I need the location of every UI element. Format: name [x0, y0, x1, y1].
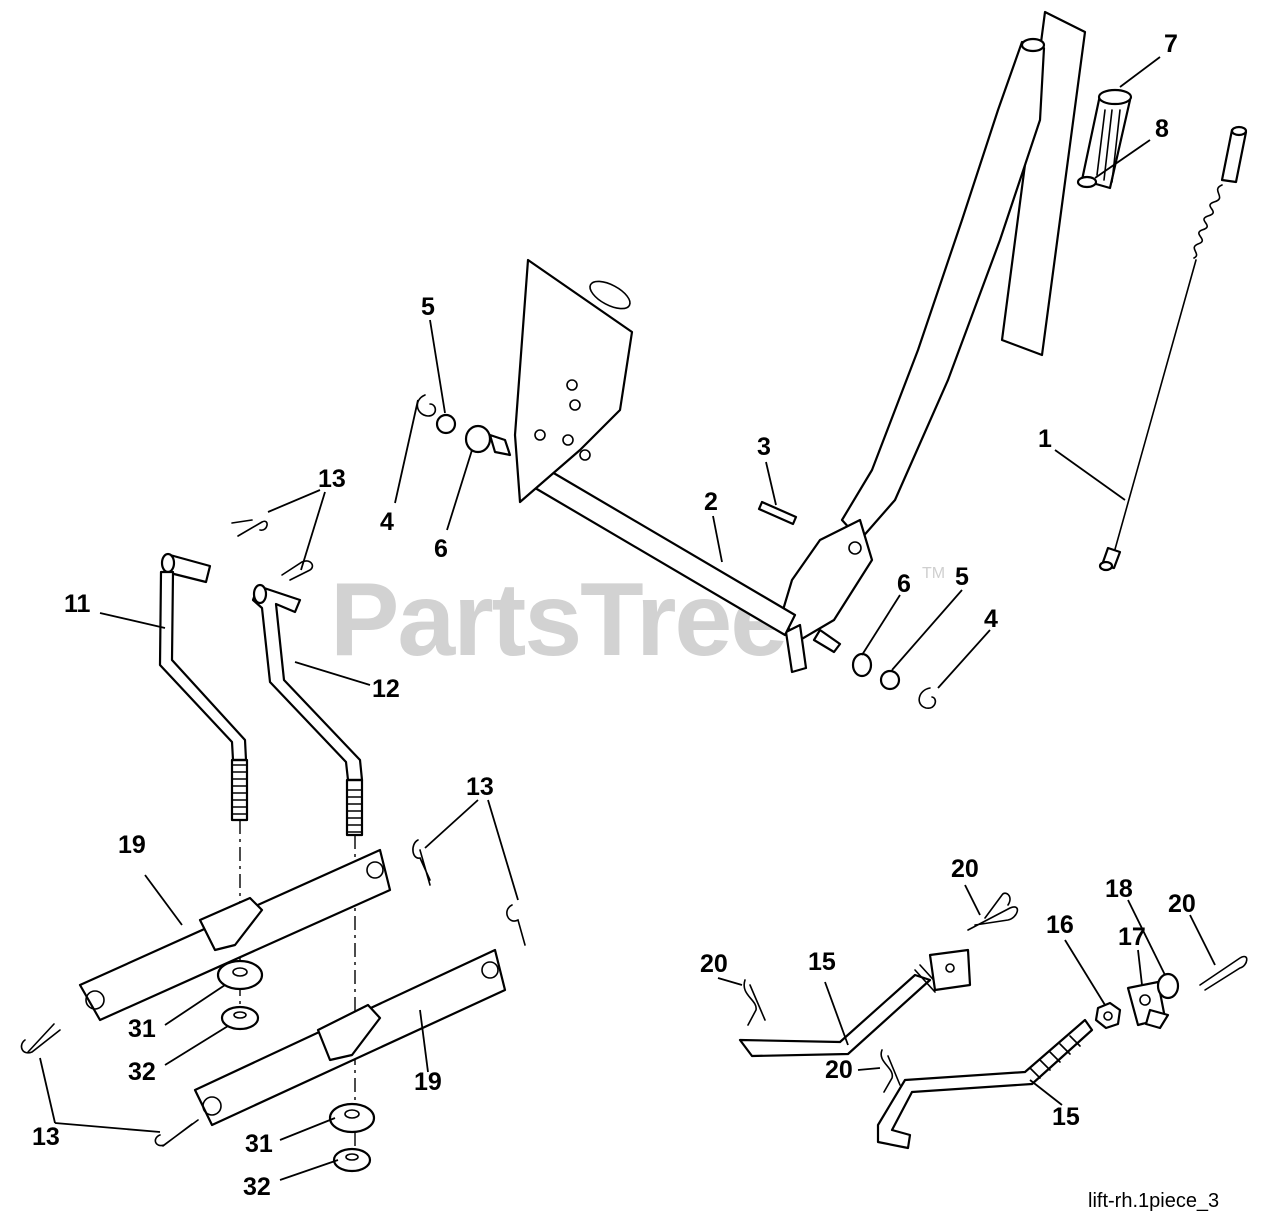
callout-5-upper: 5: [421, 293, 435, 321]
part-13-clip-a: [231, 519, 268, 537]
part-3-roll-pin: [757, 500, 798, 526]
callout-4-lower: 4: [984, 605, 998, 633]
part-20-clip-c: [743, 979, 766, 1026]
callout-12: 12: [372, 675, 400, 703]
callout-17: 17: [1118, 923, 1146, 951]
leader-lines: [39, 56, 1216, 1181]
part-15-rod-lower: [876, 1018, 1094, 1150]
callout-3: 3: [757, 433, 771, 461]
callout-5-lower: 5: [955, 563, 969, 591]
part-20-clip-a: [967, 892, 1019, 931]
callout-1: 1: [1038, 425, 1052, 453]
part-5-washer-lower: [879, 669, 901, 691]
callout-13-top: 13: [318, 465, 346, 493]
part-20-clip-d: [880, 1049, 901, 1093]
callout-32-lower: 32: [243, 1173, 271, 1201]
callout-7: 7: [1164, 30, 1178, 58]
part-13-clip-c: [412, 839, 431, 886]
part-16-nut: [1094, 1001, 1122, 1030]
diagram-code-label: lift-rh.1piece_3: [1088, 1190, 1219, 1212]
part-12-lift-link: [251, 583, 364, 837]
callout-11: 11: [64, 590, 91, 618]
callout-20-right: 20: [1168, 890, 1196, 918]
callout-2: 2: [704, 488, 718, 516]
callout-4-upper: 4: [380, 508, 394, 536]
callout-6-upper: 6: [434, 535, 448, 563]
part-1-lift-rod: [1098, 125, 1248, 572]
watermark-trademark: TM: [922, 565, 945, 582]
callout-13-bottom: 13: [32, 1123, 60, 1151]
callout-31-upper: 31: [128, 1015, 156, 1043]
callout-8: 8: [1155, 115, 1169, 143]
part-18-bushing: [1156, 972, 1180, 1000]
callout-20-top: 20: [951, 855, 979, 883]
part-5-washer-upper: [435, 413, 457, 435]
part-6-bushing-upper: [464, 424, 492, 454]
callout-19-lower: 19: [414, 1068, 442, 1096]
callout-19-upper: 19: [118, 831, 146, 859]
part-7-handle-grip: [1080, 88, 1133, 190]
callout-15-lower: 15: [1052, 1103, 1080, 1131]
callout-15-upper: 15: [808, 948, 836, 976]
callout-31-lower: 31: [245, 1130, 273, 1158]
part-13-clip-d: [506, 904, 526, 946]
part-4-clip-upper: [416, 394, 437, 417]
part-19-lift-arm-upper: [78, 848, 392, 1022]
part-20-clip-b: [1199, 955, 1248, 991]
part-11-lift-link: [158, 552, 249, 822]
fender-panel: [1000, 10, 1087, 357]
callout-20-left: 20: [700, 950, 728, 978]
part-13-clip-f: [154, 1119, 199, 1147]
part-13-clip-b: [281, 560, 314, 581]
callout-13-middle: 13: [466, 773, 494, 801]
callout-6-lower: 6: [897, 570, 911, 598]
part-31-spacer-upper: [216, 959, 264, 991]
callout-20-bottom: 20: [825, 1056, 853, 1084]
callout-16: 16: [1046, 911, 1074, 939]
mounting-bracket: [513, 258, 634, 504]
part-8-plug: [1076, 175, 1098, 189]
part-4-clip-lower: [918, 687, 937, 709]
callout-18: 18: [1105, 875, 1133, 903]
part-15-rod-upper: [738, 948, 972, 1058]
part-13-clip-e: [20, 1023, 61, 1054]
part-6-bushing-lower: [851, 652, 873, 678]
part-19-lift-arm-lower: [193, 948, 507, 1127]
callout-32-upper: 32: [128, 1058, 156, 1086]
